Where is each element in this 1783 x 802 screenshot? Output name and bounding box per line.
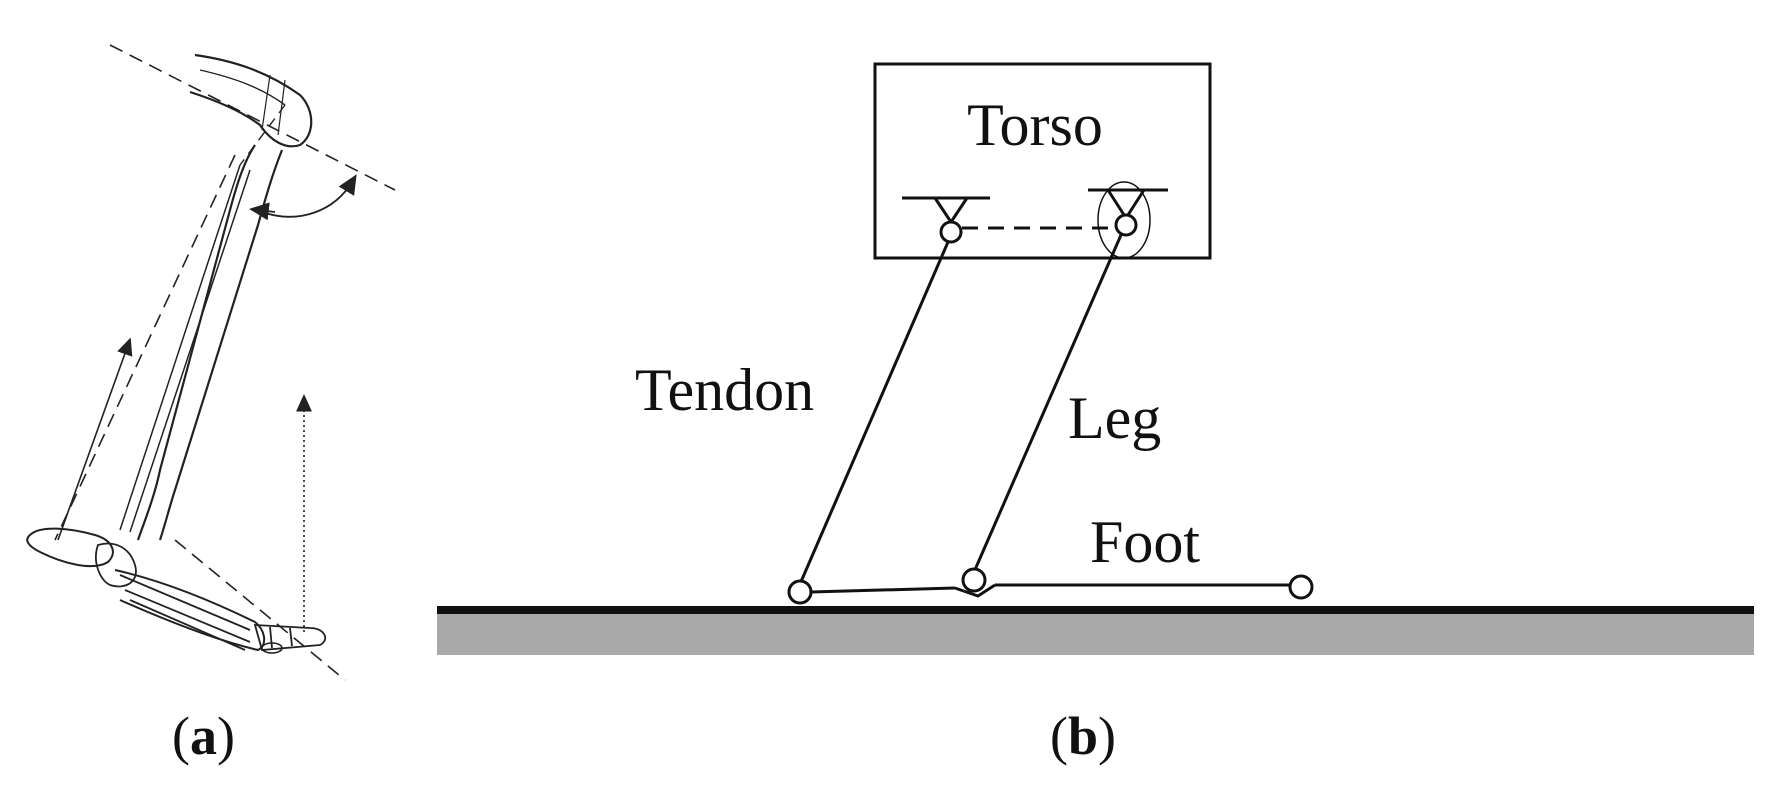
femur-inner-line [199, 69, 286, 106]
panel-a-label: (a) [172, 705, 235, 767]
dashed-line-shank-axis [54, 154, 236, 541]
panel-a-open: ( [172, 706, 190, 766]
toe-joint [1288, 574, 1314, 600]
ankle-bones [95, 542, 137, 588]
femur-shape [189, 53, 313, 148]
dashed-line-thigh-axis [109, 44, 396, 191]
shank-force-arrow [57, 337, 133, 541]
panel-a-close: ) [216, 706, 235, 766]
dashed-line-foot-axis [174, 539, 346, 681]
knee-angle-arc-start [249, 202, 276, 221]
foot-label: Foot [1090, 509, 1200, 575]
leg-label: Leg [1068, 385, 1161, 451]
fibula-bone [119, 164, 251, 533]
knee-angle-arc [261, 174, 357, 218]
tendon-anchor-pivot [902, 196, 990, 244]
hip-joint-pivot [1088, 181, 1168, 259]
ankle-joint [961, 567, 987, 593]
tendon-label: Tendon [635, 357, 814, 423]
heel-joint [787, 579, 813, 605]
sesamoid-bone [261, 642, 283, 654]
tibia-bone-outer [158, 149, 284, 541]
panel-a-letter: a [189, 706, 217, 766]
tibia-bone [136, 144, 256, 541]
toe-bones [253, 624, 327, 651]
panel-b-label: (b) [1050, 705, 1116, 767]
foot-linkage [810, 583, 1290, 598]
panel-b-close: ) [1098, 706, 1117, 766]
tendon-line [798, 241, 950, 585]
panel-a-leg-sketch [26, 44, 396, 681]
panel-b-letter: b [1067, 706, 1099, 766]
leg-line [972, 234, 1123, 573]
heel-bone [26, 527, 114, 568]
femur-lines [261, 74, 286, 136]
torso-label: Torso [967, 92, 1103, 158]
dashed-line-knee [239, 104, 286, 166]
panel-b-open: ( [1050, 706, 1068, 766]
torso-box [873, 62, 1212, 260]
ground-surface [437, 610, 1754, 655]
metatarsal-outline [114, 569, 266, 652]
